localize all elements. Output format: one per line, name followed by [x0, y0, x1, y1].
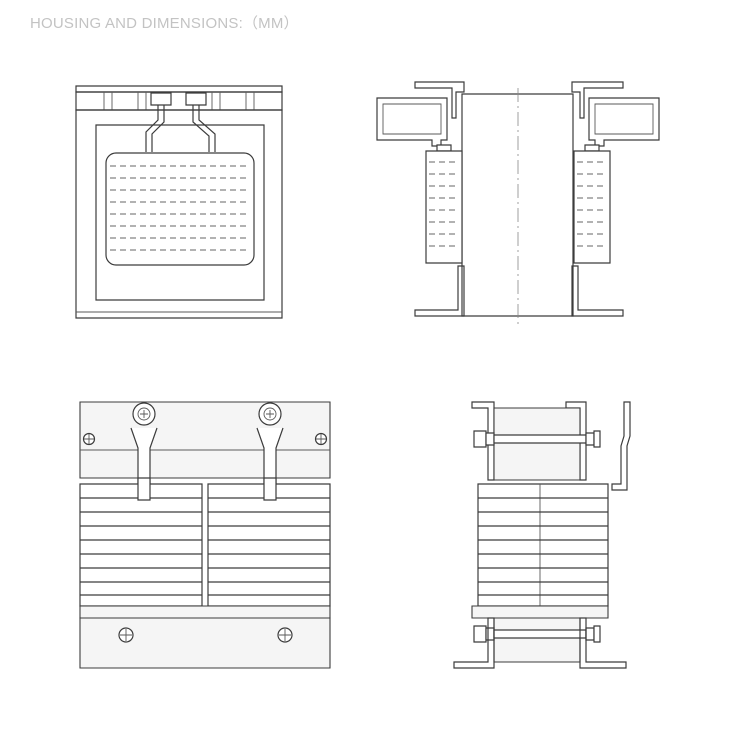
coil-windings [110, 166, 250, 250]
mounting-screw-icon [84, 434, 95, 445]
clamp-segments [104, 92, 254, 110]
top-clamp [76, 92, 282, 110]
lead-left [146, 105, 164, 152]
terminal-strap-left [377, 98, 447, 146]
coil-side [478, 484, 608, 606]
bottom-rail-side [472, 606, 608, 618]
core [462, 94, 573, 316]
terminal-block-right [186, 93, 206, 105]
terminal-lead [612, 402, 630, 490]
foot-left [454, 618, 494, 668]
front-view-bottom-left [80, 402, 330, 668]
mounting-screw-icon [278, 628, 292, 642]
housing-inner-window [96, 125, 264, 300]
terminal-block-left [151, 93, 171, 105]
housing-outer [76, 110, 282, 318]
coil [106, 153, 254, 265]
top-bracket-right [572, 82, 623, 118]
top-core-block [494, 408, 580, 480]
coil-right [208, 484, 330, 606]
coil-windings [478, 498, 608, 595]
foot-right [580, 618, 626, 668]
bottom-rail [80, 606, 330, 618]
coil-windings [80, 498, 330, 595]
page-title: HOUSING AND DIMENSIONS:（MM） [30, 15, 299, 32]
side-view-bottom-right [454, 402, 630, 668]
bottom-bracket-right [572, 266, 623, 316]
mounting-screw-icon [316, 434, 327, 445]
front-view-top-left [76, 86, 282, 318]
top-clamp-left [472, 402, 494, 480]
coil-section-right [574, 151, 610, 263]
tie-bolt-top [474, 431, 600, 447]
top-clamp-plate [80, 402, 330, 478]
lead-right [193, 105, 215, 152]
coil-left [80, 484, 202, 606]
bottom-clamp-plate [80, 618, 330, 668]
top-bracket-left [415, 82, 464, 118]
top-rail [76, 86, 282, 92]
side-section-view-top-right [377, 82, 659, 326]
mounting-screw-icon [119, 628, 133, 642]
bottom-bracket-left [415, 266, 464, 316]
coil-section-left [426, 151, 462, 263]
bottom-core-block [494, 618, 580, 662]
terminal-strap-right [589, 98, 659, 146]
